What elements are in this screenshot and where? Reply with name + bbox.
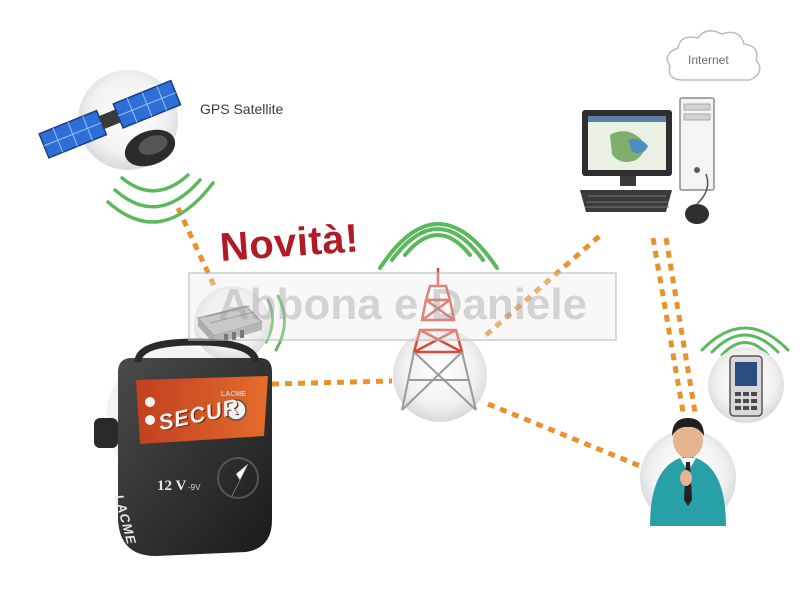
link-satellite-tracker: [175, 206, 225, 305]
satellite-signal-arc-2: [113, 178, 202, 209]
energizer-voltage: 12 V: [157, 478, 187, 494]
link-computer-user-2: [663, 237, 698, 413]
connection-links: [175, 206, 698, 471]
phone-signal-arc-1: [720, 341, 770, 357]
mobile-phone-icon: [708, 347, 784, 423]
phone-signal-arc-3: [700, 326, 790, 352]
signal-waves: [106, 173, 790, 357]
watermark-text: Abbona e Daniele: [188, 272, 617, 341]
gps-satellite-label: GPS Satellite: [200, 101, 284, 117]
tower-signal-arc-2: [390, 227, 485, 262]
link-computer-user-1: [650, 237, 686, 413]
radio-tower-icon: [393, 268, 487, 422]
tracker-signal-arc-2: [274, 294, 286, 352]
fence-energizer-icon: [94, 338, 272, 556]
phone-signal-arc-2: [710, 333, 780, 354]
satellite-signal-arc-3: [106, 181, 215, 224]
link-energizer-tower: [271, 378, 393, 387]
internet-cloud-icon: [666, 30, 761, 81]
tracker-signal-arc-1: [264, 298, 274, 344]
energizer-brand-top: LACME: [221, 391, 246, 398]
satellite-signal-arc-1: [120, 173, 190, 193]
link-tower-user: [487, 401, 646, 471]
tower-signal-arc-3: [378, 222, 499, 270]
gps-satellite-icon: [38, 70, 182, 170]
gps-tracker-module-icon: [194, 286, 270, 362]
user-person-icon: [640, 418, 736, 526]
energizer-voltage-sub: -9V: [188, 483, 201, 492]
desktop-computer-icon: [580, 97, 715, 224]
tower-signal-arc-1: [403, 233, 472, 257]
internet-label: Internet: [688, 53, 729, 67]
